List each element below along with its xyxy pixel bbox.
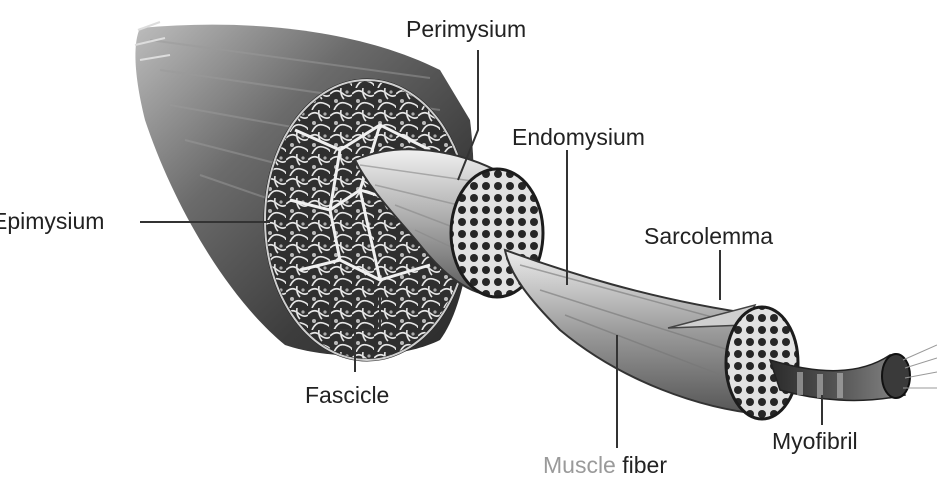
label-perimysium: Perimysium bbox=[406, 18, 526, 41]
muscle-fiber-cylinder bbox=[505, 250, 798, 419]
label-myofibril: Myofibril bbox=[772, 430, 858, 453]
label-epimysium: Epimysium bbox=[0, 210, 104, 233]
label-endomysium: Endomysium bbox=[512, 126, 645, 149]
label-fiber-word: fiber bbox=[622, 452, 667, 478]
label-fascicle: Fascicle bbox=[305, 384, 389, 407]
label-muscle-fiber: Muscle fiber bbox=[543, 454, 667, 477]
label-muscle-word: Muscle bbox=[543, 452, 616, 478]
label-sarcolemma: Sarcolemma bbox=[644, 225, 773, 248]
